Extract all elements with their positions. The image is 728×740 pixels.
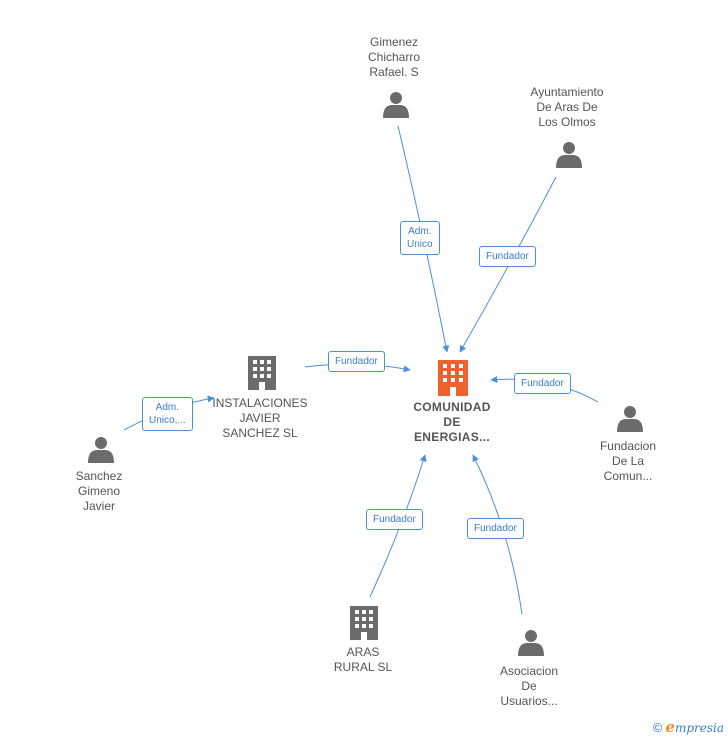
footer-brand[interactable]: © empresia: [653, 718, 724, 736]
node-label-fundacion[interactable]: Fundacion De La Comun...: [599, 439, 657, 483]
node-label-ayuntamiento[interactable]: Ayuntamiento De Aras De Los Olmos: [530, 85, 604, 129]
person-icon-gimenez[interactable]: [383, 92, 409, 118]
copyright-icon: ©: [652, 719, 663, 735]
person-icon-sanchez[interactable]: [88, 437, 114, 463]
edge-label-asociacion-center[interactable]: Fundador: [467, 518, 524, 539]
edge-label-ayuntamiento-center[interactable]: Fundador: [479, 246, 536, 267]
person-icon-fundacion[interactable]: [617, 406, 643, 432]
person-icon-ayuntamiento[interactable]: [556, 142, 582, 168]
node-label-aras[interactable]: ARAS RURAL SL: [333, 645, 393, 674]
edge-label-sanchez-instalaciones[interactable]: Adm. Unico,...: [142, 397, 193, 431]
edge-label-gimenez-center[interactable]: Adm. Unico: [400, 221, 440, 255]
building-icon-center[interactable]: [438, 360, 468, 396]
brand-logo: empresia: [665, 718, 724, 736]
node-label-asociacion[interactable]: Asociacion De Usuarios...: [499, 664, 559, 708]
edge-label-fundacion-center[interactable]: Fundador: [514, 373, 571, 394]
node-label-gimenez[interactable]: Gimenez Chicharro Rafael. S: [367, 35, 421, 79]
person-icon-asociacion[interactable]: [518, 630, 544, 656]
building-icon-aras[interactable]: [350, 606, 378, 640]
node-label-instalaciones[interactable]: INSTALACIONES JAVIER SANCHEZ SL: [212, 396, 308, 440]
node-label-sanchez[interactable]: Sanchez Gimeno Javier: [75, 469, 123, 513]
edge-label-instalaciones-center[interactable]: Fundador: [328, 351, 385, 372]
building-icon-instalaciones[interactable]: [248, 356, 276, 390]
center-node-label[interactable]: COMUNIDAD DE ENERGIAS...: [413, 400, 491, 444]
edge-label-aras-center[interactable]: Fundador: [366, 509, 423, 530]
